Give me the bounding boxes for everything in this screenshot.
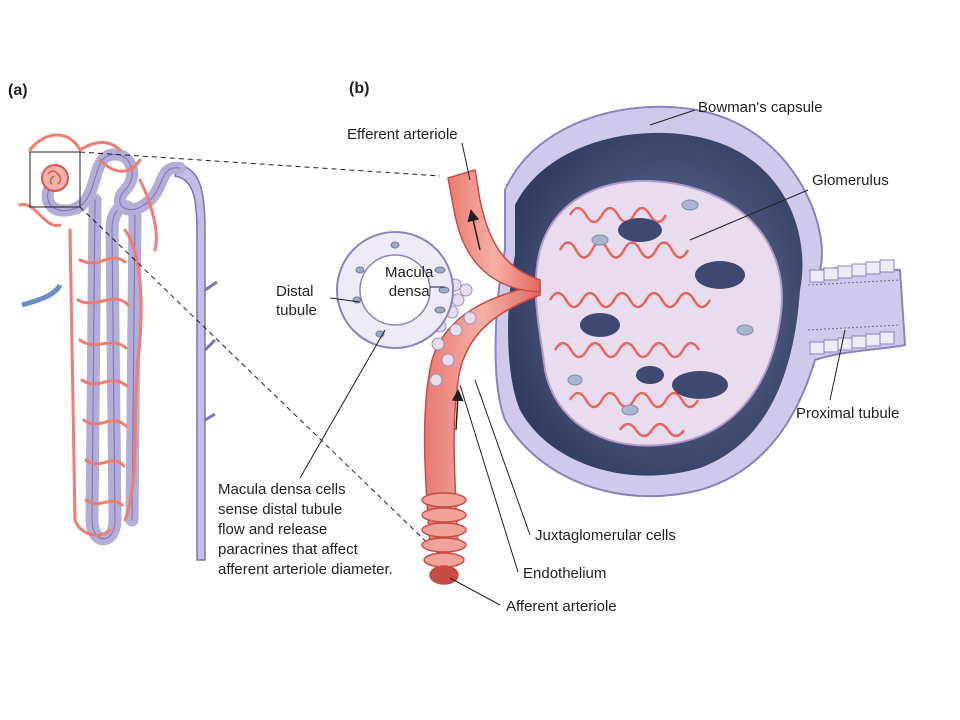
efferent-arteriole-vessel: [447, 169, 541, 293]
caption-line-2: sense distal tubule: [218, 501, 343, 518]
label-bowmans-capsule: Bowman's capsule: [698, 99, 823, 116]
label-macula-densa-line1: Macula: [385, 264, 434, 281]
nephron-overview: [18, 133, 441, 561]
caption-line-4: paracrines that affect: [218, 541, 358, 558]
renal-artery-stub: [21, 283, 63, 308]
juxtaglomerular-apparatus: [299, 105, 907, 606]
label-juxtaglomerular-cells: Juxtaglomerular cells: [535, 527, 676, 544]
caption-line-5: afferent arteriole diameter.: [218, 561, 393, 578]
podocyte-nuclei: [567, 199, 754, 416]
label-glomerulus: Glomerulus: [812, 172, 889, 189]
panel-a-label: (a): [8, 82, 28, 99]
label-distal-tubule: Distal tubule: [276, 282, 317, 320]
label-macula-densa-line2: densa: [388, 283, 430, 300]
capillary-loops: [548, 206, 712, 438]
caption-line-1: Macula densa cells: [218, 481, 346, 498]
efferent-flow-arrow: [467, 209, 481, 251]
label-distal-tubule-line2: tubule: [276, 302, 317, 319]
label-afferent-arteriole: Afferent arteriole: [506, 598, 617, 615]
proximal-tubule: [809, 259, 895, 355]
afferent-flow-arrow: [451, 389, 464, 431]
inset-box: [29, 151, 81, 208]
caption-macula-densa: Macula densa cells sense distal tubule f…: [218, 480, 393, 580]
label-efferent-arteriole: Efferent arteriole: [347, 126, 458, 143]
caption-line-3: flow and release: [218, 521, 328, 538]
label-macula-densa: Macula densa: [385, 263, 433, 301]
collecting-duct: [174, 164, 206, 561]
peritubular-capillaries: [18, 133, 158, 537]
distal-tubule-ring: [336, 231, 454, 349]
tuft-gaps: [580, 218, 745, 399]
label-proximal-tubule: Proximal tubule: [796, 405, 900, 422]
label-distal-tubule-line1: Distal: [276, 283, 314, 300]
leader-lines: [299, 109, 846, 606]
afferent-coil: [421, 492, 467, 585]
label-endothelium: Endothelium: [523, 565, 607, 582]
panel-b-label: (b): [349, 80, 370, 97]
glomerulus-small: [41, 164, 69, 192]
